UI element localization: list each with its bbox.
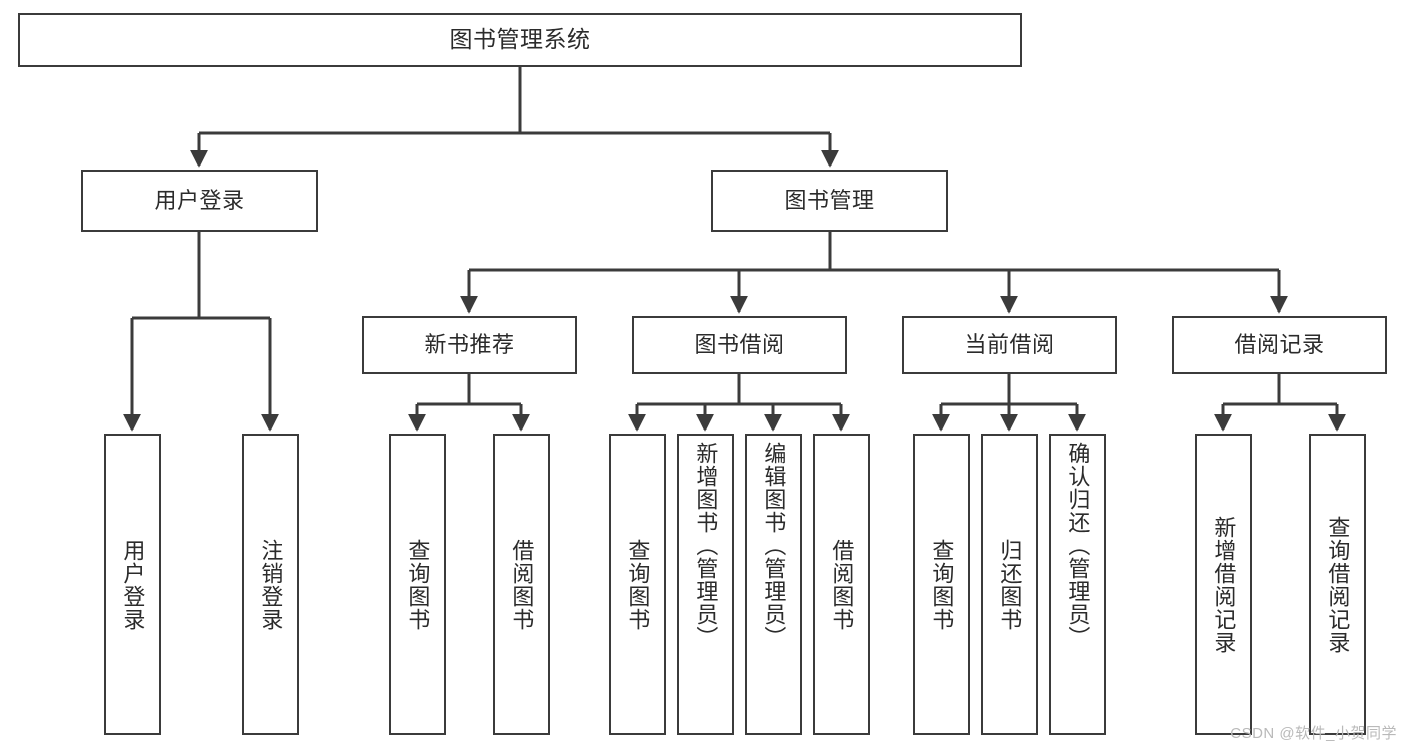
node-borrow-record-label: 借阅记录: [1234, 331, 1325, 357]
node-book-manage[interactable]: 图书管理: [711, 170, 948, 232]
node-leaf-borrow-book-2-label: 借阅图书: [829, 538, 855, 631]
node-leaf-query-book-1-label: 查询图书: [405, 538, 431, 631]
node-book-manage-label: 图书管理: [784, 187, 875, 213]
node-book-borrow[interactable]: 图书借阅: [632, 316, 847, 374]
node-leaf-return-book[interactable]: 归还图书: [981, 434, 1038, 735]
node-leaf-add-record-label: 新增借阅记录: [1211, 515, 1237, 654]
node-current-borrow-label: 当前借阅: [964, 331, 1055, 357]
node-leaf-edit-book-label: 编辑图书（管理员）: [761, 442, 787, 649]
node-leaf-query-book-3-label: 查询图书: [929, 538, 955, 631]
node-leaf-borrow-book-1-label: 借阅图书: [509, 538, 535, 631]
node-root-label: 图书管理系统: [449, 26, 591, 53]
node-leaf-user-login-label: 用户登录: [120, 538, 146, 631]
node-leaf-borrow-book-1[interactable]: 借阅图书: [493, 434, 550, 735]
node-leaf-query-book-2-label: 查询图书: [625, 538, 651, 631]
node-leaf-return-book-label: 归还图书: [997, 538, 1023, 631]
node-leaf-query-record[interactable]: 查询借阅记录: [1309, 434, 1366, 735]
node-leaf-query-book-3[interactable]: 查询图书: [913, 434, 970, 735]
node-leaf-query-record-label: 查询借阅记录: [1325, 515, 1351, 654]
node-leaf-logout-login-label: 注销登录: [258, 538, 284, 631]
node-root[interactable]: 图书管理系统: [18, 13, 1022, 67]
watermark: CSDN @软件_小贺同学: [1230, 725, 1397, 742]
node-leaf-confirm-return[interactable]: 确认归还（管理员）: [1049, 434, 1106, 735]
node-new-book-recommend-label: 新书推荐: [424, 331, 515, 357]
node-leaf-logout-login[interactable]: 注销登录: [242, 434, 299, 735]
node-book-borrow-label: 图书借阅: [694, 331, 785, 357]
node-new-book-recommend[interactable]: 新书推荐: [362, 316, 577, 374]
node-user-login[interactable]: 用户登录: [81, 170, 318, 232]
node-leaf-query-book-1[interactable]: 查询图书: [389, 434, 446, 735]
node-leaf-add-book[interactable]: 新增图书（管理员）: [677, 434, 734, 735]
node-leaf-query-book-2[interactable]: 查询图书: [609, 434, 666, 735]
node-user-login-label: 用户登录: [154, 187, 245, 213]
node-leaf-confirm-return-label: 确认归还（管理员）: [1065, 442, 1091, 649]
node-leaf-edit-book[interactable]: 编辑图书（管理员）: [745, 434, 802, 735]
node-current-borrow[interactable]: 当前借阅: [902, 316, 1117, 374]
node-leaf-borrow-book-2[interactable]: 借阅图书: [813, 434, 870, 735]
node-borrow-record[interactable]: 借阅记录: [1172, 316, 1387, 374]
node-leaf-add-book-label: 新增图书（管理员）: [693, 442, 719, 649]
node-leaf-user-login[interactable]: 用户登录: [104, 434, 161, 735]
node-leaf-add-record[interactable]: 新增借阅记录: [1195, 434, 1252, 735]
